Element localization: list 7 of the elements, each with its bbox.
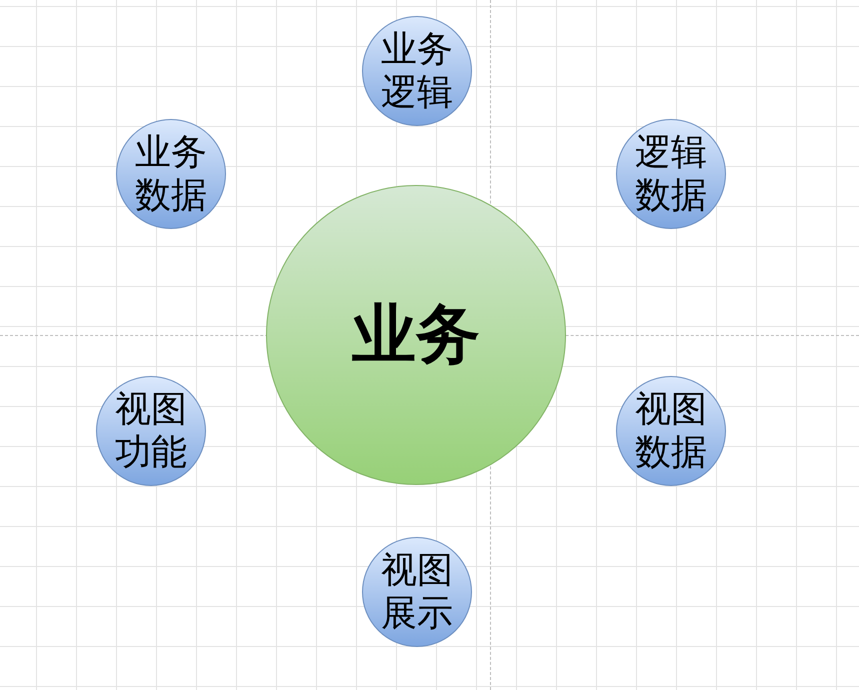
circle-label: 视图展示 [380,549,454,635]
circle-label: 业务数据 [134,131,208,217]
circle-label: 业务 [352,297,480,373]
circle-label: 逻辑数据 [634,131,708,217]
circle-label: 视图数据 [634,388,708,474]
circle-label: 业务逻辑 [380,28,454,114]
circle-label: 视图功能 [114,388,188,474]
